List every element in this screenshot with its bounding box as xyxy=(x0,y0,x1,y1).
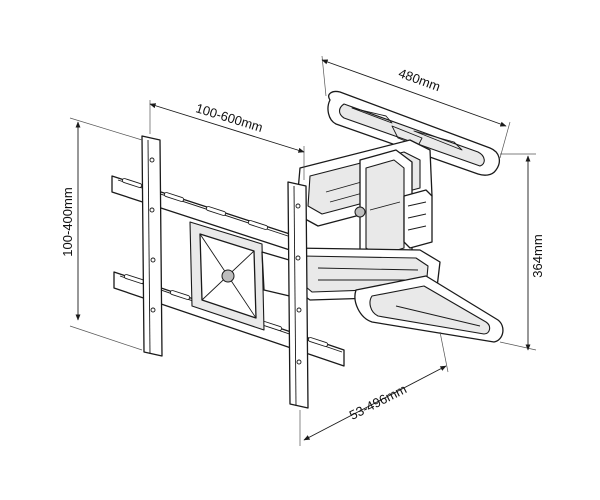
strip-holes xyxy=(149,157,302,365)
tv-bracket xyxy=(111,135,345,409)
dim-label-480: 480mm xyxy=(397,65,443,94)
articulating-arms xyxy=(289,139,504,343)
dimension-vesa-vertical: 100-400mm xyxy=(60,117,143,351)
dim-label-53-496: 53-496mm xyxy=(347,381,409,423)
dim-label-100-400: 100-400mm xyxy=(60,187,75,256)
dim-label-100-600: 100-600mm xyxy=(194,100,265,135)
dim-label-364: 364mm xyxy=(530,234,545,277)
dimension-vesa-horizontal: 100-600mm xyxy=(149,100,305,180)
dimension-height: 364mm xyxy=(499,153,545,351)
